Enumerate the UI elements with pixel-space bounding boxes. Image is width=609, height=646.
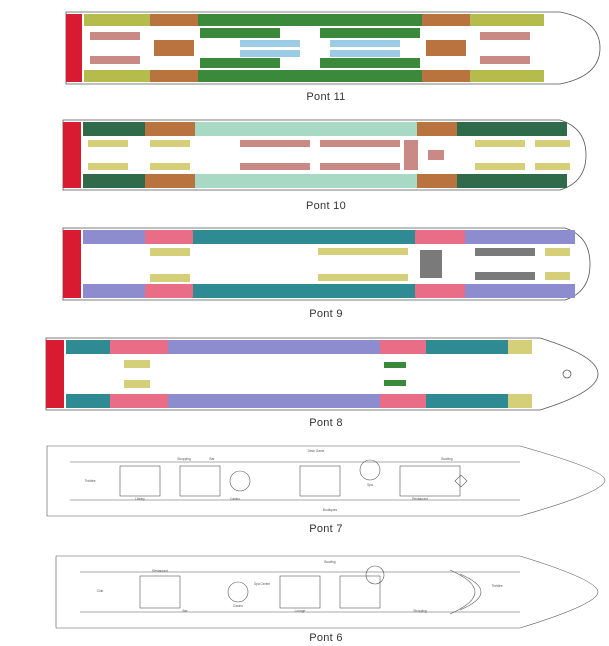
room-label: Spa <box>367 483 373 487</box>
room-label: Restaurant <box>412 497 428 501</box>
room-label: Bowling <box>324 560 335 564</box>
room-label: Restaurant <box>152 569 168 573</box>
room-label: Spa Centre <box>254 582 270 586</box>
room-label: Shopping <box>177 457 191 461</box>
deck-label: Pont 11 <box>306 91 345 103</box>
deck-6-labels: Bowling Restaurant Bar Spa Centre Casino… <box>97 560 503 613</box>
room-label: Deck Game <box>308 449 325 453</box>
deck-label: Pont 8 <box>309 417 343 429</box>
room-label: Bar <box>210 457 216 461</box>
room-label: Club <box>97 589 104 593</box>
deck-label: Pont 10 <box>306 200 346 212</box>
deck-label: Pont 9 <box>309 308 343 320</box>
room-label: Lounge <box>295 609 306 613</box>
room-label: Shopping <box>413 609 427 613</box>
deck-7-labels: Deck Game Bowling Shopping Boutiques Cas… <box>85 449 453 512</box>
room-label: Théâtre <box>85 479 96 483</box>
room-label: Library <box>135 497 145 501</box>
room-label: Boutiques <box>323 508 338 512</box>
room-label: Casino <box>233 604 243 608</box>
deck-11-plan[interactable] <box>65 11 601 85</box>
room-label: Casino <box>230 497 240 501</box>
room-label: Bowling <box>441 457 452 461</box>
deck-9-plan[interactable] <box>62 227 591 301</box>
deck-10-plan[interactable] <box>62 119 587 191</box>
deck-7-plan[interactable] <box>46 445 606 517</box>
deck-label: Pont 7 <box>309 523 343 535</box>
deck-label: Pont 6 <box>309 632 343 644</box>
room-label: Bar <box>183 609 189 613</box>
deck-8-plan[interactable] <box>45 337 599 411</box>
room-label: Théâtre <box>492 584 503 588</box>
deck-6-plan[interactable] <box>55 555 599 629</box>
